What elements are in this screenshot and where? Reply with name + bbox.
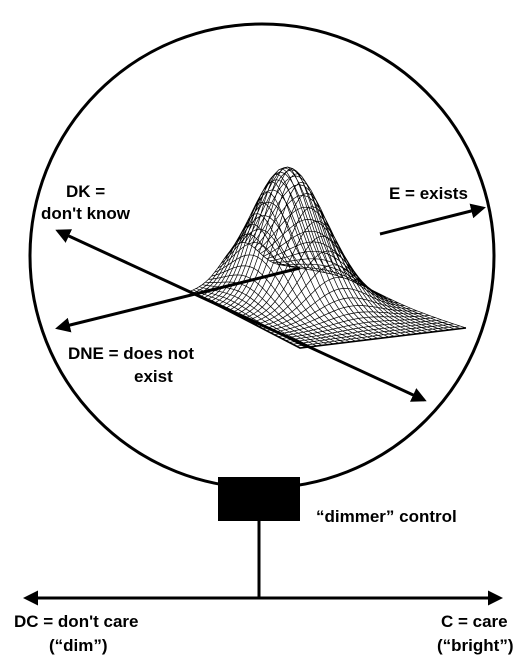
dk-label-line1: DK = (66, 182, 105, 201)
e-label: E = exists (389, 184, 468, 203)
dimmer-label: “dimmer” control (316, 507, 457, 526)
dne-label-line1: DNE = does not (68, 344, 194, 363)
dne-label-line2: exist (134, 367, 173, 386)
e-axis-arrow-right (380, 208, 483, 234)
dc-label-line2: (“dim”) (49, 636, 108, 655)
dimmer-control-icon[interactable] (218, 477, 300, 521)
dc-label-line1: DC = don't care (14, 612, 139, 631)
c-label-line2: (“bright”) (437, 636, 513, 655)
c-label-line1: C = care (441, 612, 508, 631)
e-axis-arrow-left (58, 268, 300, 328)
lens-circle (30, 24, 494, 488)
dk-label-line2: don't know (41, 204, 131, 223)
